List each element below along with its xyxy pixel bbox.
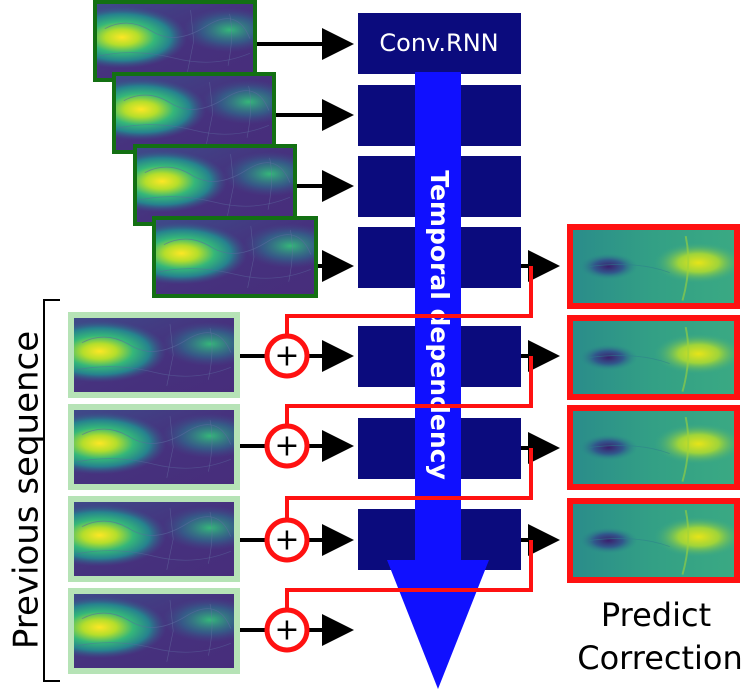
rnn-block-title: Conv.RNN	[379, 29, 498, 57]
output-label-line2: Correction	[577, 639, 743, 677]
input-frame	[93, 0, 257, 82]
previous-frame	[68, 312, 240, 398]
previous-frame	[68, 404, 240, 490]
plus-sign: +	[274, 523, 299, 558]
correction-line	[285, 540, 533, 610]
combine-nodes: + + + +	[240, 333, 354, 653]
output-frame	[567, 405, 740, 490]
plus-node: +	[240, 423, 354, 469]
input-frame	[133, 144, 297, 226]
input-frame	[152, 216, 318, 298]
output-label-line1: Predict	[601, 596, 711, 634]
input-arrows	[257, 28, 354, 282]
output-frame	[567, 315, 740, 400]
previous-frame	[68, 496, 240, 582]
plus-sign: +	[274, 429, 299, 464]
input-frames	[93, 0, 318, 298]
rnn-block	[358, 13, 521, 74]
correction-feedback-lines	[285, 266, 533, 610]
previous-frames	[68, 312, 240, 674]
correction-line	[285, 356, 533, 426]
plus-node: +	[240, 607, 354, 653]
previous-sequence-bracket	[43, 299, 60, 682]
output-frame	[567, 498, 740, 583]
output-frame	[567, 224, 740, 309]
previous-sequence-label: Previous sequence	[7, 331, 47, 649]
previous-frame	[68, 588, 240, 674]
plus-sign: +	[274, 613, 299, 648]
correction-line	[285, 448, 533, 520]
correction-line	[285, 266, 533, 340]
plus-node: +	[240, 517, 354, 563]
temporal-dependency-label: Temporal dependency	[425, 170, 454, 480]
plus-sign: +	[274, 339, 299, 374]
output-frames	[567, 224, 740, 583]
input-frame	[112, 72, 276, 154]
plus-node: +	[240, 333, 354, 379]
output-arrows	[521, 250, 560, 556]
